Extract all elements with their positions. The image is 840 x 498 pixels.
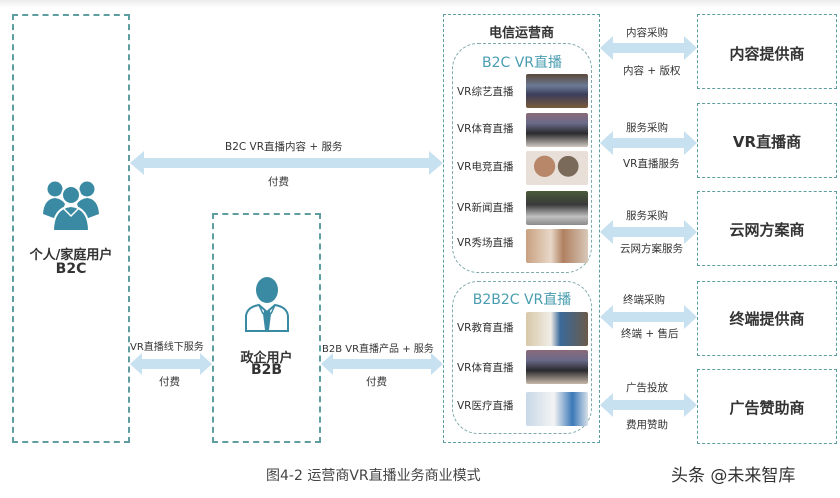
provider-flow-bottom: 云网方案服务: [620, 243, 683, 255]
provider-flow-bottom: VR直播服务: [623, 158, 680, 170]
consumer-enterprise-arrow: [130, 353, 212, 375]
consumer-operator-arrow: [130, 151, 443, 175]
b2b2c-item-label: VR教育直播: [457, 322, 514, 334]
medical-thumbnail: [526, 392, 588, 426]
enterprise-user-title: 政企用户: [240, 351, 293, 366]
b2b2c-item-label: VR医疗直播: [457, 400, 514, 412]
provider-flow-bottom: 内容 + 版权: [623, 65, 681, 77]
provider-flow-bottom: 终端 + 售后: [621, 328, 679, 340]
b2c-group-title: B2C VR直播: [481, 55, 563, 71]
watermark: 头条 @未来智库: [671, 466, 796, 486]
consumer-user-title: 个人/家庭用户: [29, 248, 113, 263]
provider-name: 终端提供商: [729, 310, 805, 328]
b2c-item-label: VR秀场直播: [457, 237, 514, 249]
b2c-group-box: [452, 43, 592, 273]
operator-title: 电信运营商: [488, 26, 554, 41]
sports-thumbnail: [526, 350, 588, 384]
enterprise-user-box: [212, 213, 321, 443]
b2b2c-group-box: [452, 281, 592, 434]
b2c-item-label: VR新闻直播: [457, 202, 514, 214]
provider-flow-top: 服务采购: [626, 210, 668, 222]
provider-arrow-cloud-network: [600, 220, 697, 244]
provider-box-vr-live: [697, 103, 837, 178]
b2b2c-item-label: VR体育直播: [457, 362, 514, 374]
consumer-operator-top-label: B2C VR直播内容 + 服务: [225, 141, 343, 153]
enterprise-operator-bottom-label: 付费: [366, 376, 387, 388]
b2c-item-label: VR综艺直播: [457, 86, 514, 98]
b2c-item-label: VR体育直播: [457, 123, 514, 135]
business-person-icon: [245, 277, 289, 332]
provider-arrow-terminal: [600, 305, 697, 329]
education-thumbnail: [526, 312, 588, 346]
provider-name: VR直播商: [732, 133, 802, 151]
consumer-enterprise-top-label: VR直播线下服务: [130, 342, 204, 353]
b2b2c-group-title: B2B2C VR直播: [472, 292, 572, 308]
provider-name: 广告赞助商: [729, 399, 805, 417]
consumer-user-box: [12, 14, 130, 443]
provider-flow-bottom: 费用赞助: [626, 419, 668, 431]
variety-show-thumbnail: [526, 74, 588, 108]
provider-name: 云网方案商: [729, 221, 805, 239]
provider-flow-top: 终端采购: [623, 294, 665, 306]
provider-flow-top: 广告投放: [626, 382, 668, 394]
consumer-operator-bottom-label: 付费: [268, 176, 289, 188]
provider-box-cloud-network: [697, 191, 837, 266]
figure-caption: 图4-2 运营商VR直播业务商业模式: [266, 468, 481, 484]
people-group-icon: [43, 181, 99, 232]
enterprise-operator-arrow: [321, 353, 443, 375]
sports-thumbnail: [526, 113, 588, 147]
provider-flow-top: 服务采购: [626, 122, 668, 134]
provider-box-advertiser: [697, 369, 837, 444]
provider-arrow-vr-live: [600, 131, 697, 155]
news-thumbnail: [526, 191, 588, 225]
enterprise-user-code: B2B: [250, 362, 283, 378]
b2c-item-label: VR电竞直播: [457, 161, 514, 173]
enterprise-operator-top-label: B2B VR直播产品 + 服务: [322, 344, 434, 355]
provider-box-terminal: [697, 281, 837, 356]
provider-arrow-advertiser: [600, 393, 697, 417]
provider-box-content: [697, 14, 837, 89]
esports-thumbnail: [526, 151, 588, 185]
provider-flow-top: 内容采购: [626, 27, 668, 39]
show-thumbnail: [526, 229, 588, 263]
provider-name: 内容提供商: [729, 45, 805, 63]
consumer-user-code: B2C: [55, 261, 87, 277]
consumer-enterprise-bottom-label: 付费: [159, 376, 180, 388]
top-shade: [0, 0, 840, 8]
operator-box: [443, 14, 600, 443]
provider-arrow-content: [600, 36, 697, 60]
